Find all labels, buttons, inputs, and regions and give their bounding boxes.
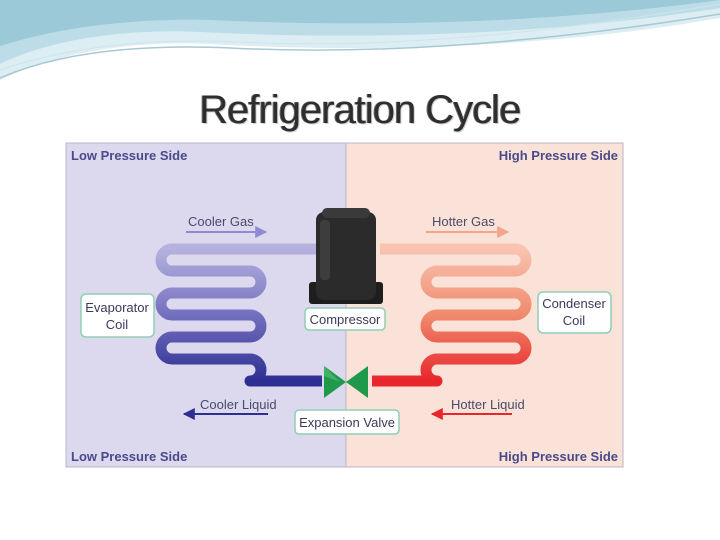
condenser-label-box bbox=[537, 291, 612, 334]
valve-label-box bbox=[294, 409, 400, 435]
low-pressure-side-top: Low Pressure Side bbox=[71, 148, 187, 163]
slide-title: Refrigeration Cycle bbox=[199, 88, 521, 132]
header-swoosh bbox=[0, 0, 720, 80]
compressor bbox=[309, 208, 383, 304]
compressor-label: Compressor bbox=[310, 312, 381, 327]
condenser-label-line1: Condenser bbox=[542, 296, 606, 311]
expansion-valve-label: Expansion Valve bbox=[299, 415, 395, 430]
expansion-valve bbox=[324, 366, 368, 398]
low-pressure-side-bottom: Low Pressure Side bbox=[71, 449, 187, 464]
condenser-coil bbox=[372, 243, 532, 387]
evaporator-label-line2: Coil bbox=[106, 317, 129, 332]
compressor-label-box bbox=[304, 307, 386, 331]
evaporator-label-line1: Evaporator bbox=[85, 300, 149, 315]
condenser-label-line2: Coil bbox=[563, 313, 586, 328]
high-pressure-side-bottom: High Pressure Side bbox=[499, 449, 618, 464]
evaporator-label-box bbox=[80, 293, 155, 338]
cooler-liquid-label: Cooler Liquid bbox=[200, 397, 277, 412]
evaporator-coil bbox=[155, 243, 322, 387]
hotter-liquid-label: Hotter Liquid bbox=[451, 397, 525, 412]
cooler-gas-label: Cooler Gas bbox=[188, 214, 254, 229]
hotter-gas-label: Hotter Gas bbox=[432, 214, 495, 229]
high-pressure-side-top: High Pressure Side bbox=[499, 148, 618, 163]
